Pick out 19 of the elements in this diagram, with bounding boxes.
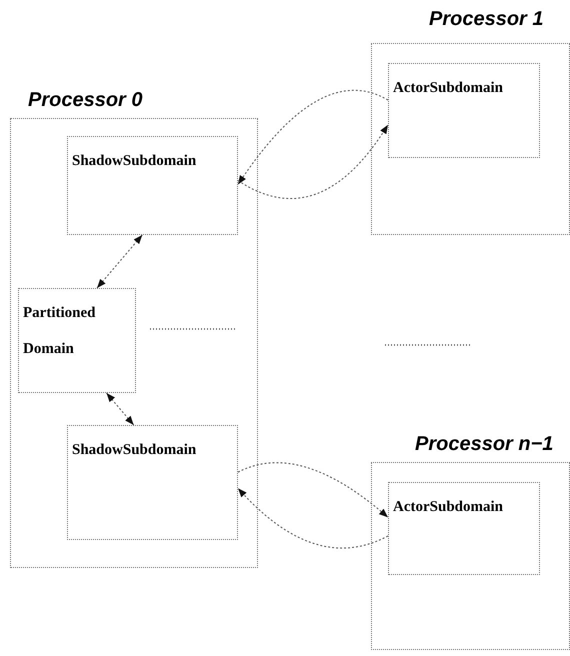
arrow: [106, 392, 134, 426]
subdomain-label: ActorSubdomain: [393, 498, 504, 517]
arrow: [238, 488, 388, 548]
subdomain-box: [67, 136, 238, 235]
subdomain-box: [388, 63, 540, 158]
subdomain-box: [67, 425, 238, 540]
processor-title: Processor n−1: [415, 432, 554, 457]
subdomain-label: ShadowSubdomain: [72, 152, 198, 171]
arrow: [96, 234, 143, 288]
subdomain-box: [18, 288, 136, 393]
arrow: [238, 462, 388, 518]
arrow: [238, 124, 388, 200]
processor-title: Processor 1: [429, 7, 544, 32]
arrow: [238, 90, 388, 185]
subdomain-label: Partitioned Domain: [23, 304, 96, 359]
subdomain-label: ShadowSubdomain: [72, 441, 198, 460]
processor-title: Processor 0: [28, 88, 143, 113]
subdomain-box: [388, 482, 540, 575]
subdomain-label: ActorSubdomain: [393, 79, 504, 98]
